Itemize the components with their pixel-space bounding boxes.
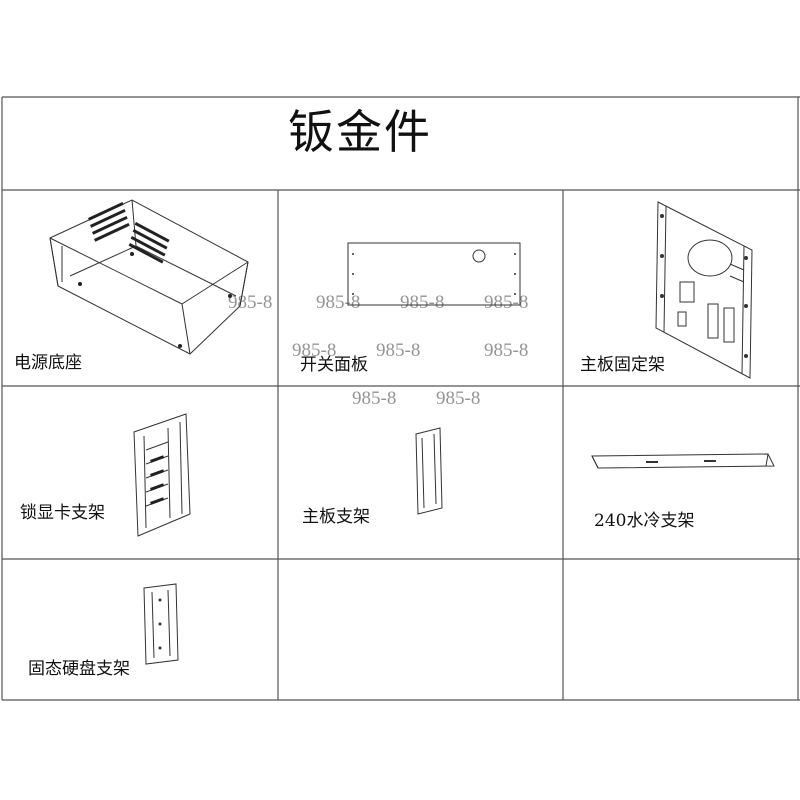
watermark-text: 985-8 [352, 388, 397, 409]
motherboard-bracket-drawing [415, 427, 443, 515]
part-label-motherboard-fixing-frame: 主板固定架 [580, 355, 665, 375]
part-label-water-cooling-bracket: 240水冷支架 [594, 511, 695, 531]
watermark-text: 985-8 [316, 292, 361, 313]
power-supply-base-drawing [49, 199, 249, 355]
part-label-power-supply-base: 电源底座 [14, 353, 82, 373]
watermark-text: 985-8 [436, 388, 481, 409]
gpu-lock-bracket-drawing [133, 413, 191, 537]
part-label-switch-panel: 开关面板 [300, 355, 368, 375]
part-label-ssd-bracket: 固态硬盘支架 [28, 659, 130, 679]
watermark-text: 985-8 [484, 340, 529, 361]
watermark-text: 985-8 [376, 340, 421, 361]
watermark-text: 985-8 [400, 292, 445, 313]
watermark-text: 985-8 [228, 292, 273, 313]
watermark-text: 985-8 [484, 292, 529, 313]
switch-panel-drawing [347, 242, 521, 306]
page-title: 钣金件 [288, 105, 432, 159]
ssd-bracket-drawing [143, 583, 179, 665]
part-label-gpu-lock-bracket: 锁显卡支架 [20, 503, 105, 523]
motherboard-fixing-frame-drawing [655, 201, 753, 379]
water-cooling-bracket-drawing [591, 453, 775, 469]
part-label-motherboard-bracket: 主板支架 [302, 507, 370, 527]
watermark-text: 985-8 [292, 340, 337, 361]
